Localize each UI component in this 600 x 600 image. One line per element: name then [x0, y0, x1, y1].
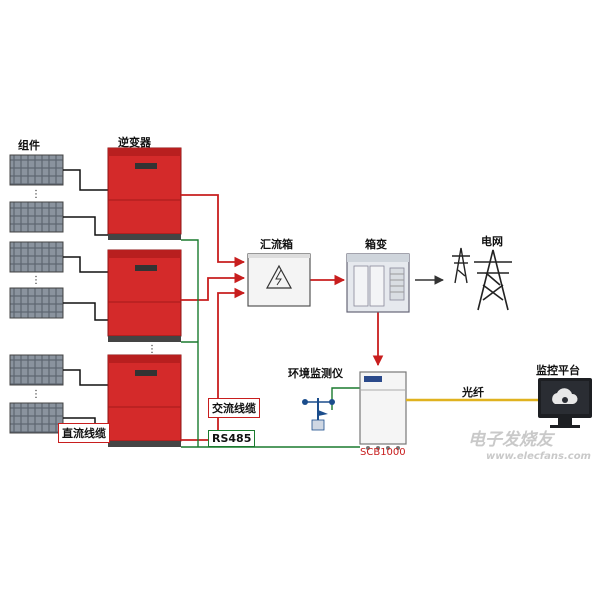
inverter-1 — [107, 147, 182, 240]
combiner-box — [247, 253, 311, 307]
solar-panel — [9, 402, 64, 434]
fiber-label: 光纤 — [462, 386, 484, 399]
solar-panel — [9, 354, 64, 386]
grid-label: 电网 — [481, 235, 503, 248]
rs485-cables — [181, 239, 360, 448]
inverter-display — [135, 265, 157, 271]
modules-label: 组件 — [18, 139, 40, 152]
ellipsis-dots: ⋮ — [31, 189, 41, 200]
scb1000-label: SCB1000 — [360, 447, 406, 458]
solar-panel — [9, 287, 64, 319]
inverter-display — [135, 163, 157, 169]
power-tower-icon — [452, 247, 470, 284]
inverter-display — [135, 370, 157, 376]
combiner-box-label: 汇流箱 — [260, 238, 293, 251]
solar-panel — [9, 241, 64, 273]
solar-panel — [9, 154, 64, 186]
rs485-label: RS485 — [208, 430, 256, 447]
scb1000-device — [359, 371, 407, 450]
inverter-2 — [107, 249, 182, 342]
box-transformer — [346, 253, 410, 313]
ellipsis-dots: ⋮ — [31, 389, 41, 400]
watermark-title: 电子发烧友 — [468, 430, 553, 450]
ellipsis-dots: ⋮ — [31, 275, 41, 286]
monitor-icon — [538, 378, 592, 428]
solar-panel — [9, 201, 64, 233]
weather-station-icon — [302, 398, 335, 431]
cloud-gear-icon — [552, 388, 578, 404]
ac-cable-label: 交流线缆 — [208, 398, 260, 418]
inverter-label: 逆变器 — [118, 136, 151, 149]
dc-cable-label: 直流线缆 — [58, 423, 110, 443]
solar-panel-group-1: ⋮ — [9, 154, 64, 233]
box-transformer-label: 箱变 — [365, 238, 387, 251]
warning-icon — [265, 264, 293, 289]
dc-cables — [63, 169, 108, 433]
watermark-url: www.elecfans.com — [486, 451, 591, 462]
solar-panel-group-3: ⋮ — [9, 354, 64, 434]
monitoring-platform-label: 监控平台 — [536, 364, 580, 377]
solar-panel-group-2: ⋮ — [9, 241, 64, 319]
ac-cables — [181, 194, 384, 441]
power-tower-icon — [474, 249, 512, 311]
env-monitor-label: 环境监测仪 — [288, 367, 343, 380]
inverter-3 — [107, 354, 182, 447]
ellipsis-dots: ⋮ — [147, 344, 157, 355]
